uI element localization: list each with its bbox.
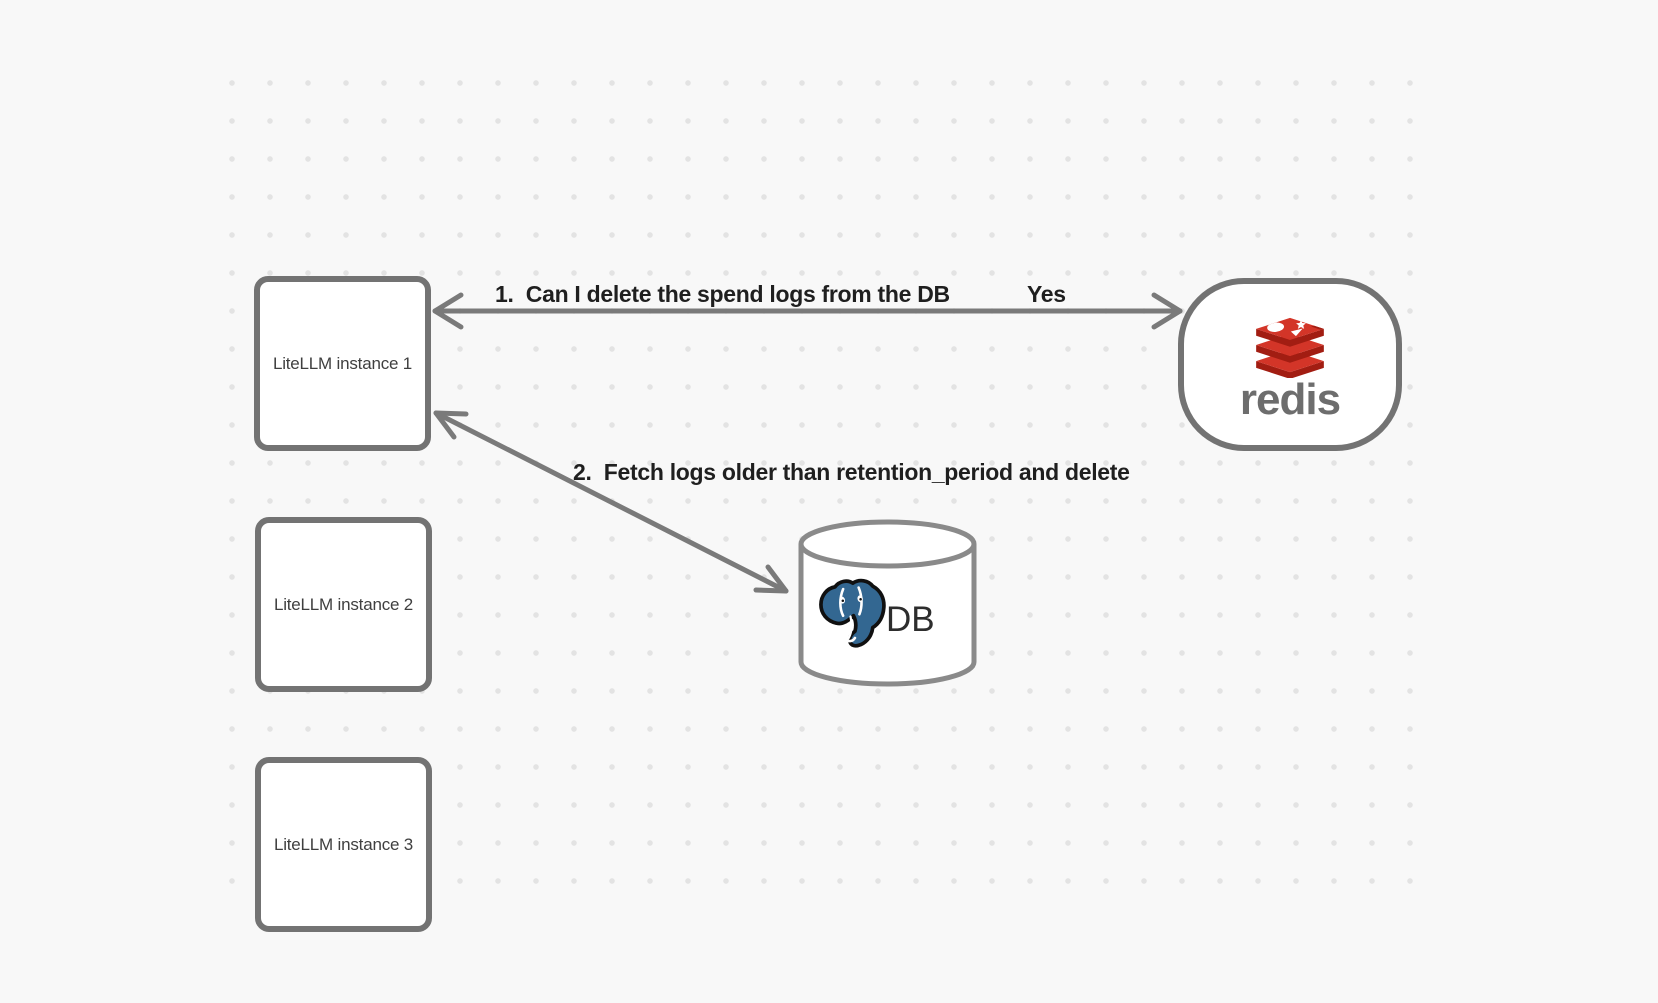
- redis-node[interactable]: redis: [1178, 278, 1402, 451]
- arrow1-answer-label[interactable]: Yes: [1027, 281, 1066, 307]
- arrow2-label[interactable]: 2. Fetch logs older than retention_perio…: [573, 459, 1130, 485]
- database-cylinder-icon: [798, 519, 977, 687]
- litellm-instance-1-node[interactable]: LiteLLM instance 1: [254, 276, 431, 451]
- arrow-delete-question[interactable]: [432, 292, 1183, 330]
- litellm-instance-2-node[interactable]: LiteLLM instance 2: [255, 517, 432, 692]
- arrow1-label[interactable]: 1. Can I delete the spend logs from the …: [495, 281, 950, 307]
- arrow-fetch-delete[interactable]: [433, 410, 789, 594]
- redis-logo-icon: [1256, 318, 1324, 379]
- db-label: DB: [886, 600, 935, 639]
- litellm-instance-3-node[interactable]: LiteLLM instance 3: [255, 757, 432, 932]
- redis-logo-text: redis: [1239, 375, 1341, 425]
- litellm-instance-1-label: LiteLLM instance 1: [272, 353, 413, 373]
- postgres-db-node[interactable]: DB: [798, 518, 977, 688]
- litellm-instance-3-label: LiteLLM instance 3: [273, 834, 414, 854]
- postgres-elephant-icon: [819, 578, 886, 648]
- litellm-instance-2-label: LiteLLM instance 2: [273, 594, 414, 614]
